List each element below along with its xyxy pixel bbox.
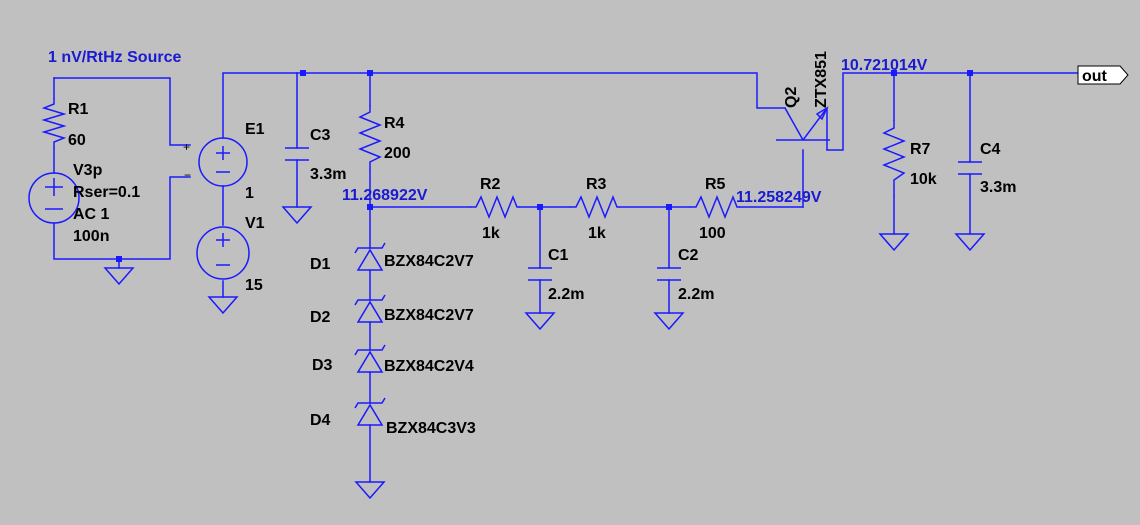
capacitor-c4[interactable] — [958, 161, 982, 175]
ground-icon — [354, 481, 386, 500]
c1-value: 2.2m — [548, 286, 584, 303]
c4-name: C4 — [980, 141, 1001, 158]
d1-name: D1 — [310, 256, 331, 273]
ground-icon — [878, 233, 910, 252]
e1-plus-input: + — [183, 140, 190, 154]
zener-diode-d1[interactable] — [354, 242, 386, 271]
r1-value: 60 — [68, 132, 86, 149]
resistor-r3[interactable] — [570, 194, 620, 220]
c2-name: C2 — [678, 247, 699, 264]
d4-name: D4 — [310, 412, 331, 429]
ground-icon — [281, 206, 313, 225]
resistor-r4[interactable] — [357, 105, 383, 170]
e1-value: 1 — [245, 185, 254, 202]
junction-dots — [116, 70, 973, 262]
e1-minus-input: − — [184, 168, 191, 182]
v3p-name: V3p — [73, 162, 103, 179]
wires — [53, 72, 1079, 483]
r2-name: R2 — [480, 176, 501, 193]
r5-value: 100 — [699, 225, 726, 242]
r1-name: R1 — [68, 101, 89, 118]
resistor-r5[interactable] — [690, 194, 740, 220]
c3-value: 3.3m — [310, 166, 346, 183]
zener-diode-d4[interactable] — [354, 397, 386, 426]
v1-value: 15 — [245, 277, 263, 294]
ground-icon — [954, 233, 986, 252]
ground-icon — [653, 312, 685, 331]
resistor-r2[interactable] — [470, 194, 520, 220]
r4-name: R4 — [384, 115, 405, 132]
d3-name: D3 — [312, 357, 333, 374]
node-out-voltage: 10.721014V — [841, 57, 928, 74]
zener-diode-d2[interactable] — [354, 294, 386, 323]
ground-icon — [103, 267, 135, 286]
resistor-r7[interactable] — [881, 120, 907, 196]
v3p-ac: AC 1 — [73, 206, 110, 223]
c3-name: C3 — [310, 127, 331, 144]
capacitor-c3[interactable] — [285, 147, 309, 161]
d2-name: D2 — [310, 309, 331, 326]
c2-value: 2.2m — [678, 286, 714, 303]
dependent-source-e1[interactable] — [198, 137, 248, 187]
q2-value: ZTX851 — [813, 51, 830, 108]
r5-name: R5 — [705, 176, 726, 193]
node-ref-voltage: 11.268922V — [342, 187, 428, 204]
ground-symbols — [103, 206, 986, 500]
r3-name: R3 — [586, 176, 607, 193]
e1-name: E1 — [245, 121, 265, 138]
capacitor-c1[interactable] — [528, 267, 552, 281]
voltage-source-v3p[interactable] — [28, 172, 80, 224]
output-port-label: out — [1082, 68, 1108, 85]
d3-value: BZX84C2V4 — [384, 358, 474, 375]
v3p-rser: Rser=0.1 — [73, 184, 140, 201]
voltage-source-v1[interactable] — [196, 226, 250, 280]
r7-value: 10k — [910, 171, 937, 188]
ground-icon — [207, 296, 239, 315]
node-base-voltage: 11.258249V — [736, 189, 822, 206]
zener-diode-d3[interactable] — [354, 344, 386, 373]
c4-value: 3.3m — [980, 179, 1016, 196]
d1-value: BZX84C2V7 — [384, 253, 474, 270]
output-port[interactable] — [1077, 65, 1129, 85]
r7-name: R7 — [910, 141, 931, 158]
r4-value: 200 — [384, 145, 411, 162]
r2-value: 1k — [482, 225, 500, 242]
capacitor-c2[interactable] — [657, 267, 681, 281]
ground-icon — [524, 312, 556, 331]
v3p-value: 100n — [73, 228, 109, 245]
r3-value: 1k — [588, 225, 606, 242]
d2-value: BZX84C2V7 — [384, 307, 474, 324]
v1-name: V1 — [245, 215, 265, 232]
resistor-r1[interactable] — [41, 98, 67, 148]
npn-transistor-q2[interactable] — [776, 106, 830, 150]
q2-name: Q2 — [783, 87, 800, 108]
d4-value: BZX84C3V3 — [386, 420, 476, 437]
c1-name: C1 — [548, 247, 569, 264]
source-title: 1 nV/RtHz Source — [48, 49, 181, 66]
